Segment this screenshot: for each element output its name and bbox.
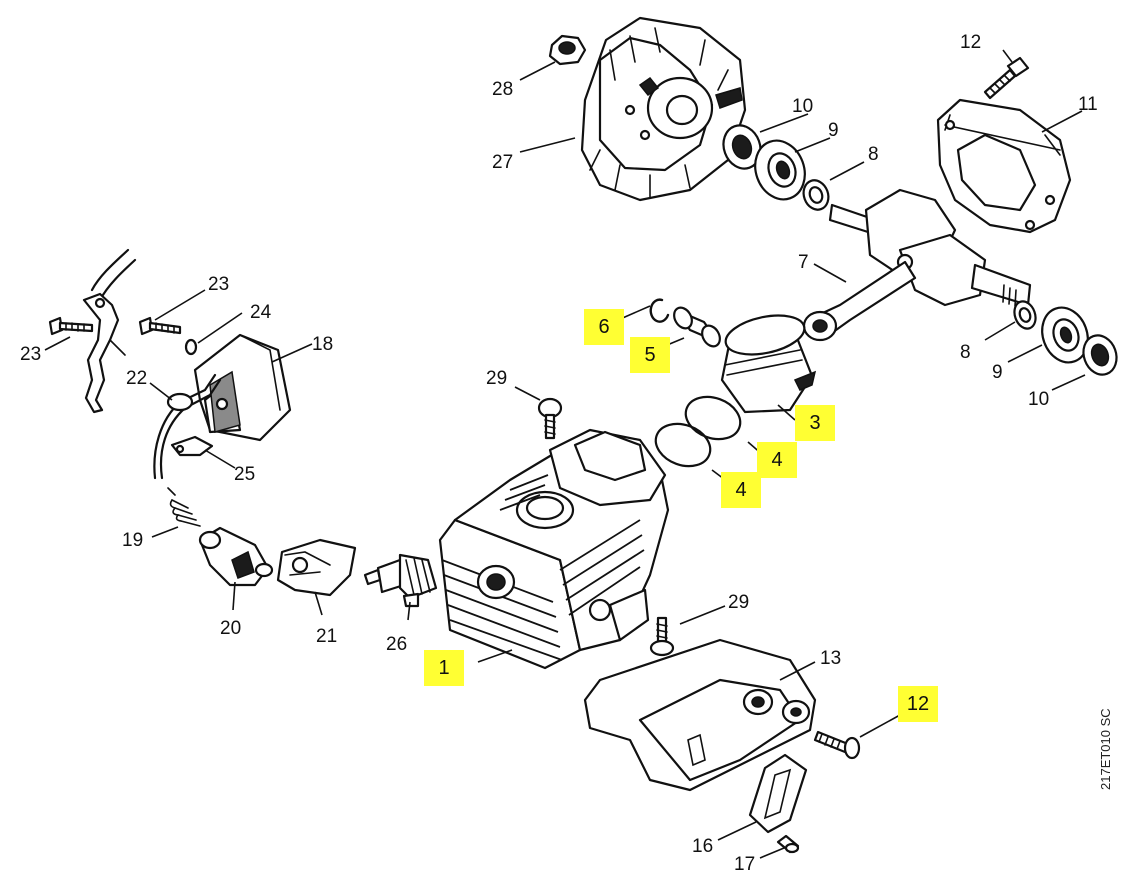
washer-part-24 [184, 338, 198, 356]
highlight-label-part-4-upper: 4 [757, 442, 797, 478]
label-part-25: 25 [234, 464, 255, 485]
plate-part-16 [748, 753, 808, 834]
label-part-29-lower: 29 [728, 592, 749, 613]
crankshaft-part-7 [802, 188, 1032, 342]
washer-part-8-lower [1013, 300, 1037, 330]
screw-part-29-top [537, 397, 563, 440]
circlip-part-6 [649, 298, 670, 323]
screw-part-29-lower [649, 616, 675, 657]
screw-part-12-lower [813, 730, 861, 760]
label-part-8-lower: 8 [960, 342, 971, 363]
label-part-22: 22 [126, 368, 147, 389]
label-part-7: 7 [798, 252, 809, 273]
label-part-13: 13 [820, 648, 841, 669]
label-part-10-upper: 10 [792, 96, 813, 117]
label-part-12-top: 12 [960, 32, 981, 53]
oil-seal-part-10-upper [722, 124, 762, 170]
diagram-code: 217ET010 SC [1098, 708, 1113, 790]
muffler-part-13 [583, 638, 817, 792]
label-part-6: 6 [598, 315, 610, 338]
screw-part-23-right [138, 316, 182, 336]
hose-bracket [82, 248, 137, 414]
highlight-label-part-5: 5 [630, 337, 670, 373]
spring-part-19 [167, 487, 201, 527]
label-part-27: 27 [492, 152, 513, 173]
spark-plug-boot-part-20 [198, 526, 274, 587]
label-part-23-right: 23 [208, 274, 229, 295]
highlight-label-part-6: 6 [584, 309, 624, 345]
bearing-part-9-upper [754, 139, 806, 201]
label-part-17: 17 [734, 854, 755, 875]
deflector-part-21 [276, 538, 357, 597]
oil-seal-part-10-lower [1082, 334, 1118, 376]
screw-part-17 [776, 834, 800, 854]
highlight-label-part-3: 3 [795, 405, 835, 441]
crankcase-part-11 [936, 98, 1072, 234]
piston-part-3 [720, 314, 817, 414]
label-part-4-upper: 4 [771, 448, 783, 471]
label-part-5: 5 [644, 343, 656, 366]
label-part-16: 16 [692, 836, 713, 857]
label-part-18: 18 [312, 334, 333, 355]
label-part-20: 20 [220, 618, 241, 639]
highlight-label-part-1: 1 [424, 650, 464, 686]
label-part-10-lower: 10 [1028, 389, 1049, 410]
label-part-29-top: 29 [486, 368, 507, 389]
label-part-19: 19 [122, 530, 143, 551]
clip-part-25 [170, 435, 214, 457]
screw-part-23-left [48, 316, 94, 336]
highlight-label-part-4-lower: 4 [721, 472, 761, 508]
piston-ring-part-4-lower [654, 422, 712, 468]
spark-plug-part-26 [363, 553, 438, 608]
screw-part-12-top [983, 56, 1030, 100]
label-part-21: 21 [316, 626, 337, 647]
washer-part-8-upper [802, 179, 830, 211]
part-labels: 28 27 10 9 8 12 11 7 8 9 10 29 29 13 16 … [20, 32, 1098, 875]
flywheel-part-27 [580, 16, 747, 202]
label-part-1: 1 [438, 656, 450, 679]
label-part-26: 26 [386, 634, 407, 655]
label-part-9-upper: 9 [828, 120, 839, 141]
label-part-12-lower: 12 [906, 692, 930, 715]
label-part-9-lower: 9 [992, 362, 1003, 383]
cylinder-part-1 [438, 428, 670, 670]
nut-part-28 [548, 34, 587, 66]
label-part-28: 28 [492, 79, 513, 100]
label-part-8-upper: 8 [868, 144, 879, 165]
label-part-3: 3 [809, 411, 821, 434]
piston-pin-part-5 [673, 306, 721, 348]
label-part-24: 24 [250, 302, 272, 323]
highlight-label-part-12-lower: 12 [898, 686, 938, 722]
label-part-11: 11 [1078, 94, 1098, 115]
bearing-part-9-lower [1041, 306, 1089, 364]
wire-part-22 [153, 373, 222, 480]
label-part-4-lower: 4 [735, 478, 747, 501]
ignition-module-part-18 [193, 333, 292, 442]
label-part-23-left: 23 [20, 344, 41, 365]
